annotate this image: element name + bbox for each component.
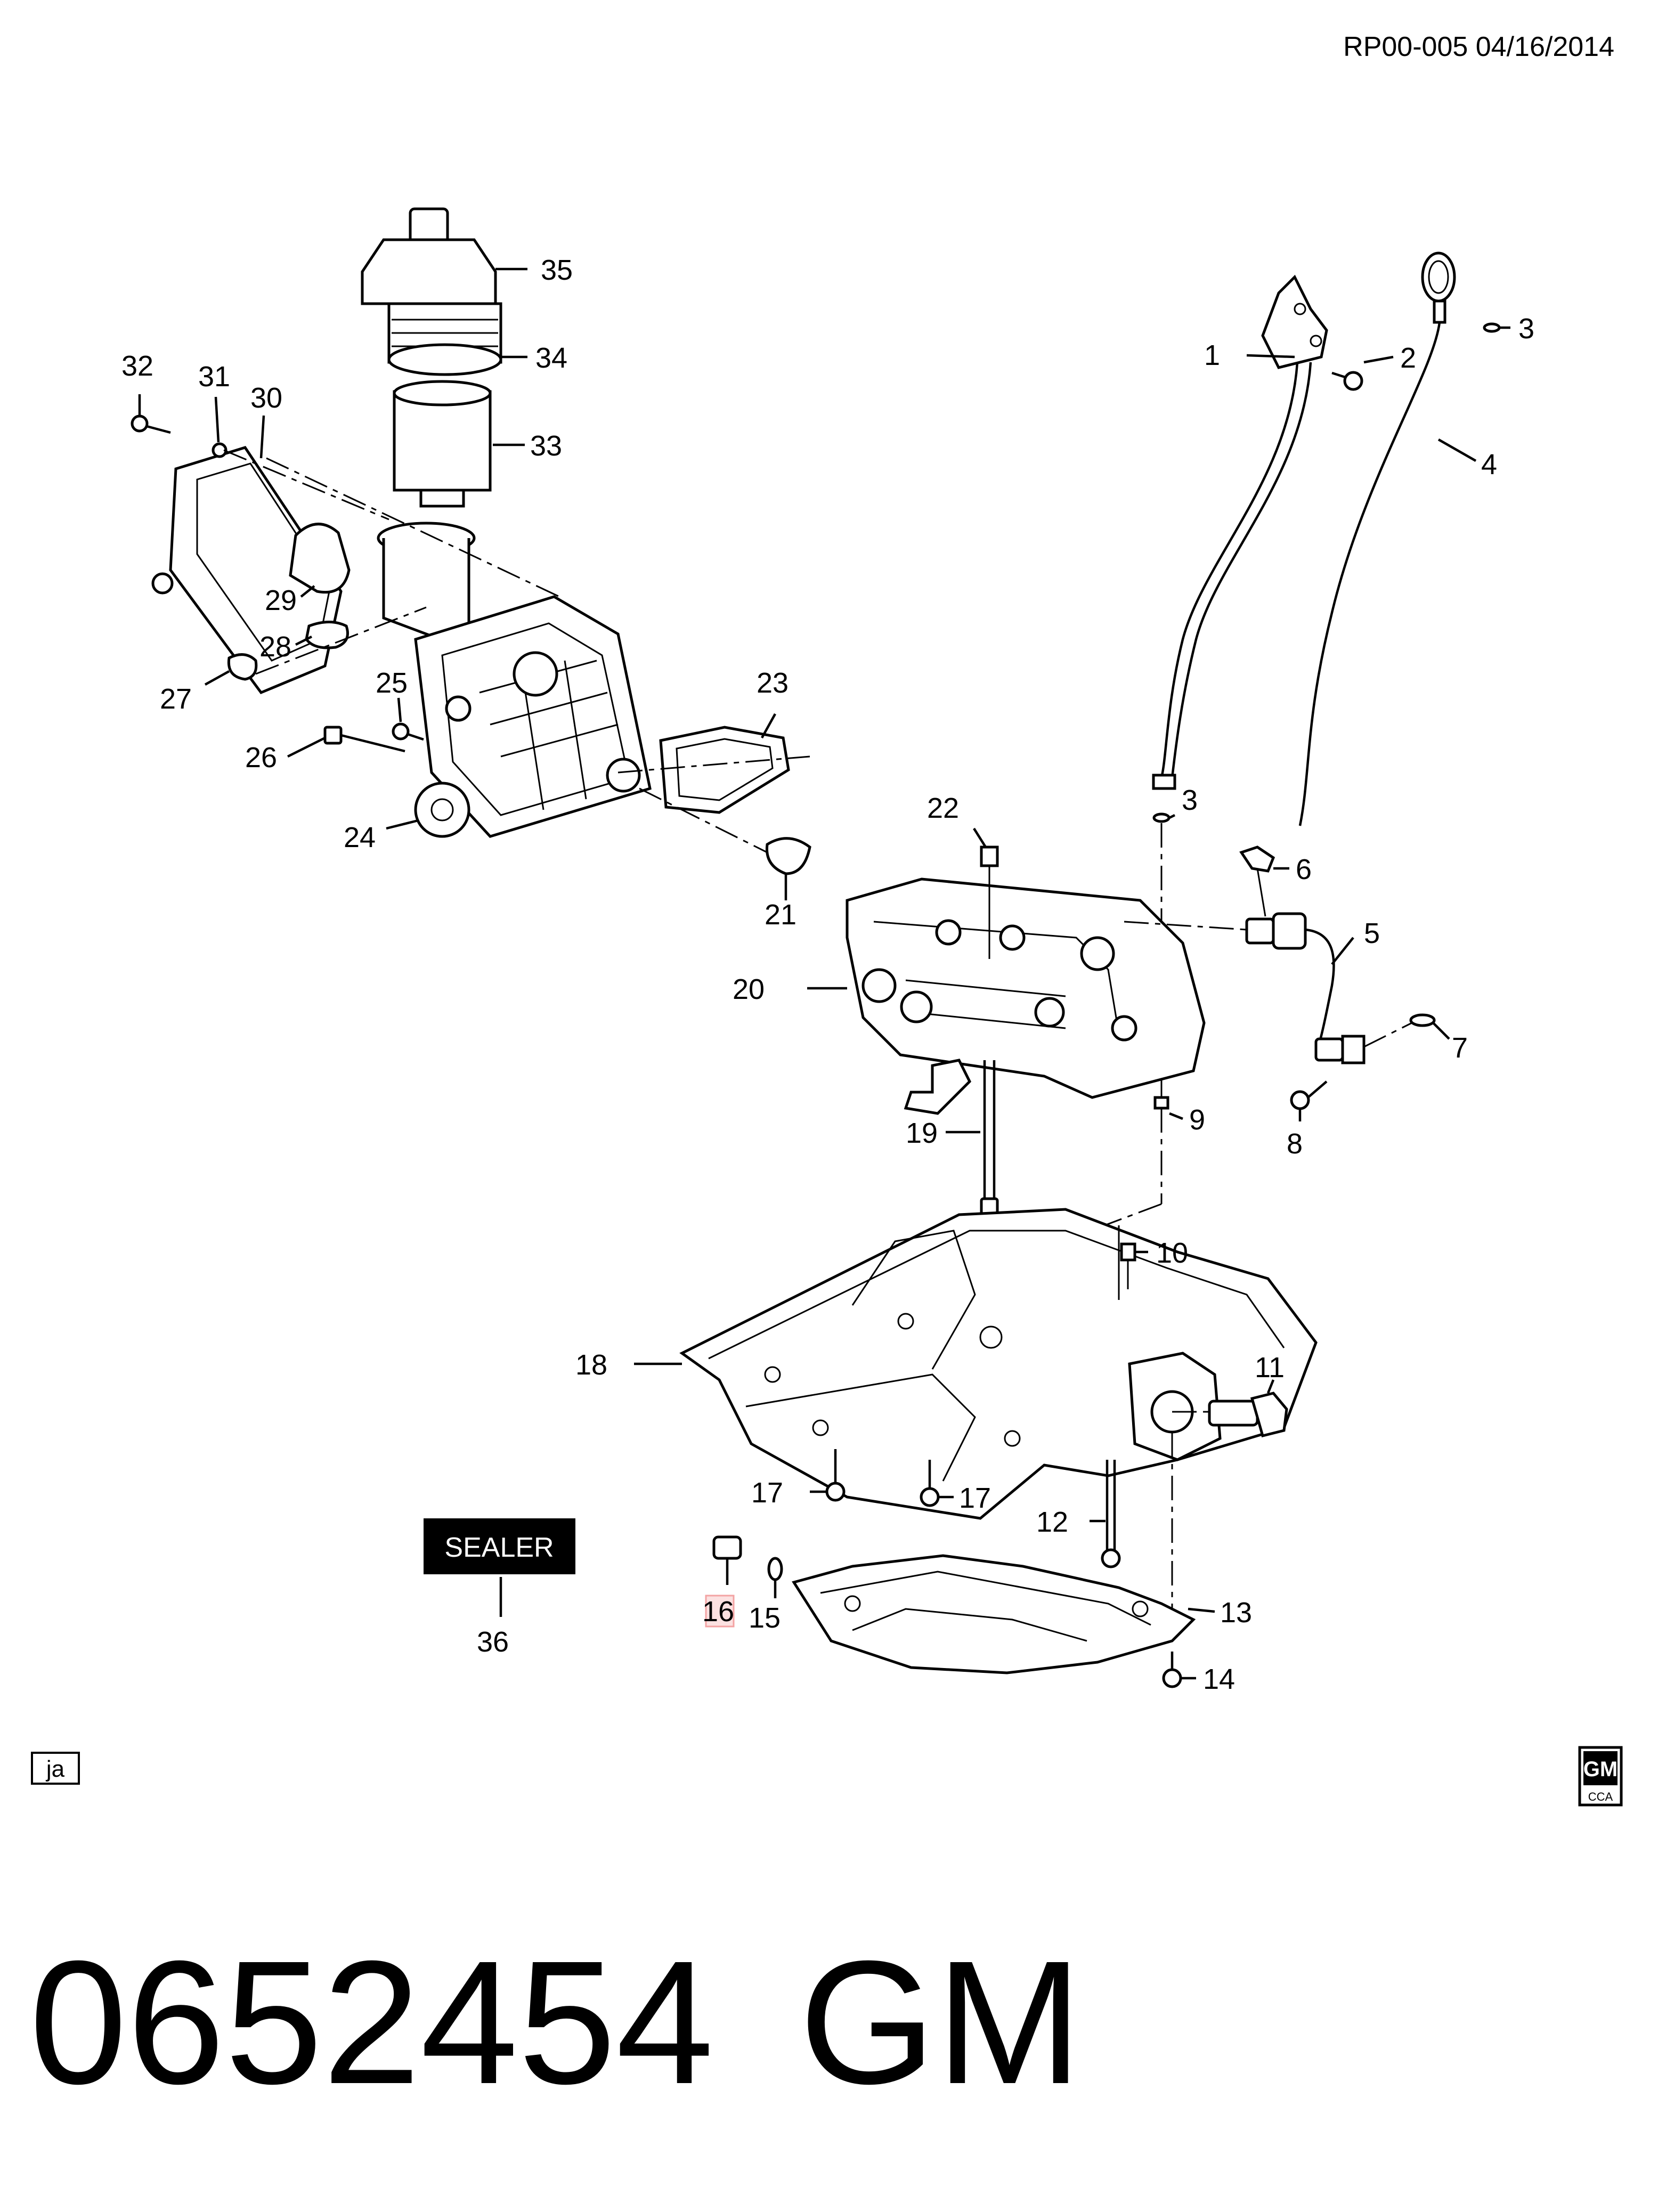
callout-26: 26 [245,742,277,774]
oil-cooler-gasket-upper [289,523,351,594]
dowel-22 [980,845,999,867]
callout-6: 6 [1296,853,1312,885]
clip-6 [1239,845,1275,873]
oil-cooler-gasket-lower [305,621,349,649]
callout-10: 10 [1156,1237,1188,1269]
oil-filter-cap-seal [387,343,502,376]
svg-text:CCA: CCA [1588,1790,1613,1803]
bolt-8 [1290,1080,1328,1110]
callout-3-lower: 3 [1182,784,1198,816]
callout-35: 35 [541,254,573,286]
callout-29: 29 [265,584,297,616]
o-ring-3-top [1483,322,1501,333]
o-ring-3-lower [1152,812,1171,823]
oil-pump-module [846,877,1206,1115]
part-number: 0652454 [29,1924,714,2120]
callout-14: 14 [1203,1663,1235,1695]
sensor-harness-5 [1305,928,1335,1055]
dowel-10 [1120,1242,1136,1262]
dipstick [1298,251,1456,826]
callout-22: 22 [927,792,959,824]
callout-2: 2 [1400,342,1416,374]
header-ref: RP00-005 04/16/2014 [1343,31,1614,62]
washer-15 [767,1557,783,1581]
bolt-2 [1331,371,1363,391]
callout-16-highlight [705,1595,735,1628]
sealer-label: SEALER [444,1532,554,1563]
brand-name: GM [799,1924,1083,2120]
callout-17-left: 17 [751,1477,783,1509]
callout-17-right: 17 [959,1482,991,1514]
dipstick-tube [1160,362,1299,778]
view-tag-box [31,1752,80,1785]
stud-31 [212,442,227,458]
oil-pump-gear [414,782,470,838]
callout-36: 36 [477,1626,509,1658]
housing-gasket [659,726,790,814]
callout-1: 1 [1204,339,1220,371]
callout-20: 20 [733,973,765,1005]
bolt-14 [1162,1652,1182,1688]
callout-18: 18 [575,1349,607,1381]
upper-oil-pan [679,1208,1318,1520]
oil-filter-cap [361,207,502,364]
oil-level-sensor [1314,1035,1366,1064]
callout-13: 13 [1220,1597,1252,1629]
bolt-12 [1101,1460,1121,1568]
drain-plug-16 [712,1535,742,1585]
bolt-17-right [920,1460,940,1507]
callout-16: 16 [702,1596,734,1628]
callout-19: 19 [906,1117,938,1149]
svg-text:GM: GM [1583,1758,1618,1781]
callout-27: 27 [160,683,192,715]
callout-9: 9 [1189,1104,1205,1136]
callout-30: 30 [250,382,282,414]
seal-27 [227,653,258,681]
callout-33: 33 [530,430,562,462]
callout-7: 7 [1452,1032,1468,1064]
o-ring-21 [765,837,811,875]
seal-9 [1153,1096,1169,1110]
callout-12: 12 [1036,1506,1068,1538]
bolt-32 [131,414,171,434]
view-tag: ja [45,1756,65,1782]
oil-filter-housing [377,522,652,838]
sealer-box [424,1518,575,1574]
callout-21: 21 [765,899,797,931]
oil-filter-element [393,380,492,508]
callout-11: 11 [1255,1352,1285,1384]
lower-oil-pan [792,1554,1196,1674]
callout-28: 28 [259,631,291,663]
callout-4: 4 [1481,449,1497,481]
callout-5: 5 [1364,917,1380,949]
callout-34: 34 [535,342,567,374]
dipstick-tube-bracket [1261,274,1328,369]
bolt-25 [392,722,424,741]
oil-pressure-solenoid [1245,912,1307,950]
callout-15: 15 [749,1602,781,1634]
callout-25: 25 [376,667,408,699]
callout-3-top: 3 [1518,313,1534,345]
callout-23: 23 [757,667,789,699]
callout-24: 24 [344,822,376,853]
callout-31: 31 [198,361,230,393]
callout-8: 8 [1287,1128,1303,1160]
oil-drain-plug-11 [1208,1392,1288,1438]
bolt-19 [980,1060,999,1216]
bolt-26 [323,726,405,753]
callout-32: 32 [121,350,153,382]
o-ring-7 [1409,1013,1436,1027]
gm-cca-logo: GM CCA [1578,1746,1623,1807]
